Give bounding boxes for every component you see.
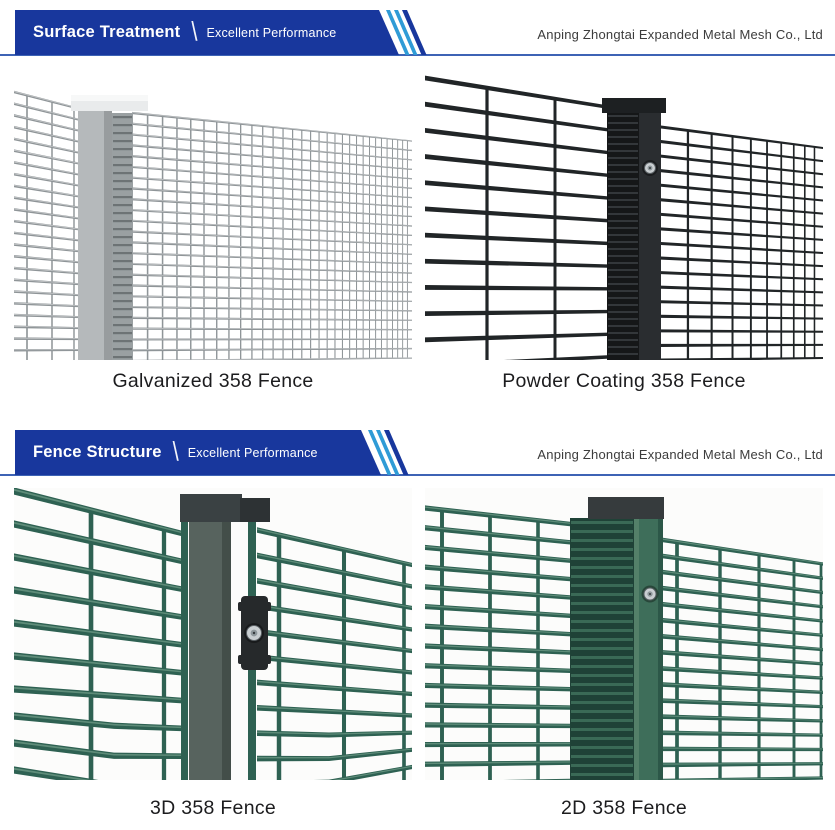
section-banner: Fence Structure \ Excellent Performance — [15, 430, 381, 475]
section-title: Surface Treatment — [33, 23, 181, 41]
company-name: Anping Zhongtai Expanded Metal Mesh Co.,… — [537, 447, 823, 462]
2d-fence-render — [425, 488, 823, 787]
fence-caption-3d: 3D 358 Fence — [149, 797, 277, 819]
fence-caption-2d: 2D 358 Fence — [560, 797, 688, 819]
section-subtitle: Excellent Performance — [187, 445, 318, 460]
fence-image-powder-coating — [425, 68, 823, 369]
header-divider-line — [0, 474, 835, 476]
fence-caption-galvanized: Galvanized 358 Fence — [112, 370, 314, 392]
powder-fence-render — [425, 68, 823, 369]
section-header-surface-treatment: Surface Treatment \ Excellent Performanc… — [0, 10, 835, 56]
section-subtitle: Excellent Performance — [206, 25, 337, 40]
header-divider-line — [0, 54, 835, 56]
section-title: Fence Structure — [33, 443, 162, 461]
banner-separator: \ — [191, 15, 198, 46]
3d-fence-render — [14, 487, 412, 789]
galvanized-fence-render — [14, 68, 412, 364]
section-banner: Surface Treatment \ Excellent Performanc… — [15, 10, 399, 55]
company-name: Anping Zhongtai Expanded Metal Mesh Co.,… — [537, 27, 823, 42]
fence-image-galvanized — [14, 68, 412, 364]
banner-separator: \ — [172, 435, 179, 466]
section-header-fence-structure: Fence Structure \ Excellent Performance … — [0, 430, 835, 476]
fence-caption-powder: Powder Coating 358 Fence — [502, 370, 746, 392]
fence-image-3d — [14, 487, 412, 789]
fence-image-2d — [425, 488, 823, 787]
